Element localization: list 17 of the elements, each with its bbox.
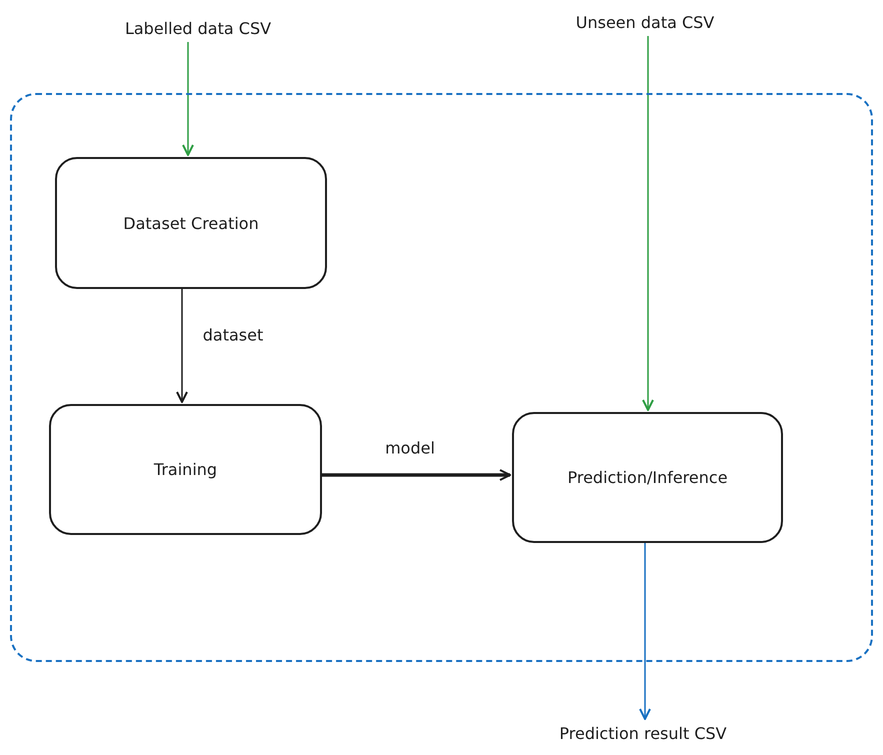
process-box [512,412,783,543]
edge-label: model [385,438,435,458]
edge-label: dataset [202,326,264,344]
arrow [642,36,654,411]
data-label: Prediction result CSV [559,724,727,742]
arrow [639,541,651,720]
group-boundary [10,93,873,662]
arrow [176,287,188,403]
arrow [320,469,511,481]
data-label: Labelled data CSV [124,18,272,38]
data-label: Unseen data CSV [576,12,714,32]
box-label: Dataset Creation [123,214,259,232]
box-label: Training [154,460,218,479]
process-box [55,157,327,289]
arrow [182,42,194,156]
process-box [49,404,322,535]
box-label: Prediction/Inference [567,468,728,487]
